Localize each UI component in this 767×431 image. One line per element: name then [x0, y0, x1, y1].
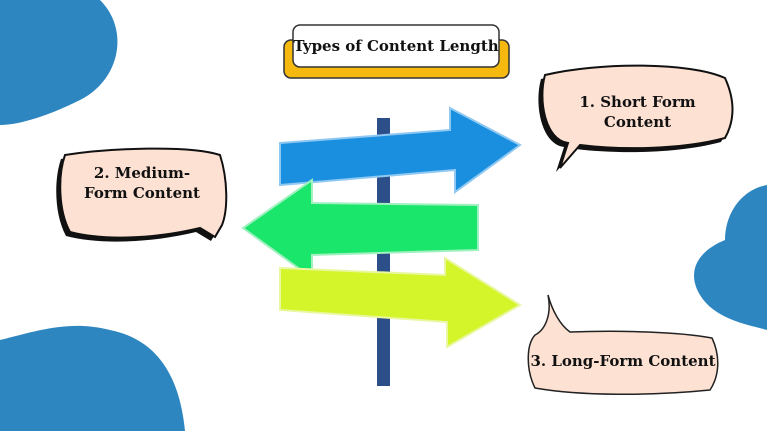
bubble-short: [541, 64, 734, 169]
blob-bottom-left: [0, 325, 185, 431]
bubble-medium: [59, 147, 228, 239]
blob-right: [694, 185, 767, 330]
bubble-long-label: 3. Long-Form Content: [530, 352, 716, 370]
bubble-medium-line1: 2. Medium-: [93, 164, 191, 182]
bubble-medium-label: 2. Medium- Form Content: [62, 163, 222, 204]
blob-top-left: [0, 0, 118, 125]
bubble-medium-line2: Form Content: [84, 184, 200, 203]
bubble-long: [527, 294, 719, 396]
arrow-left-green: [241, 178, 479, 280]
bubble-short-label: 1. Short Form Content: [579, 93, 696, 132]
title-text: Types of Content Length: [293, 37, 499, 55]
title-box: [292, 24, 500, 68]
arrow-right-blue: [279, 106, 522, 194]
arrow-right-yellow: [279, 256, 522, 349]
